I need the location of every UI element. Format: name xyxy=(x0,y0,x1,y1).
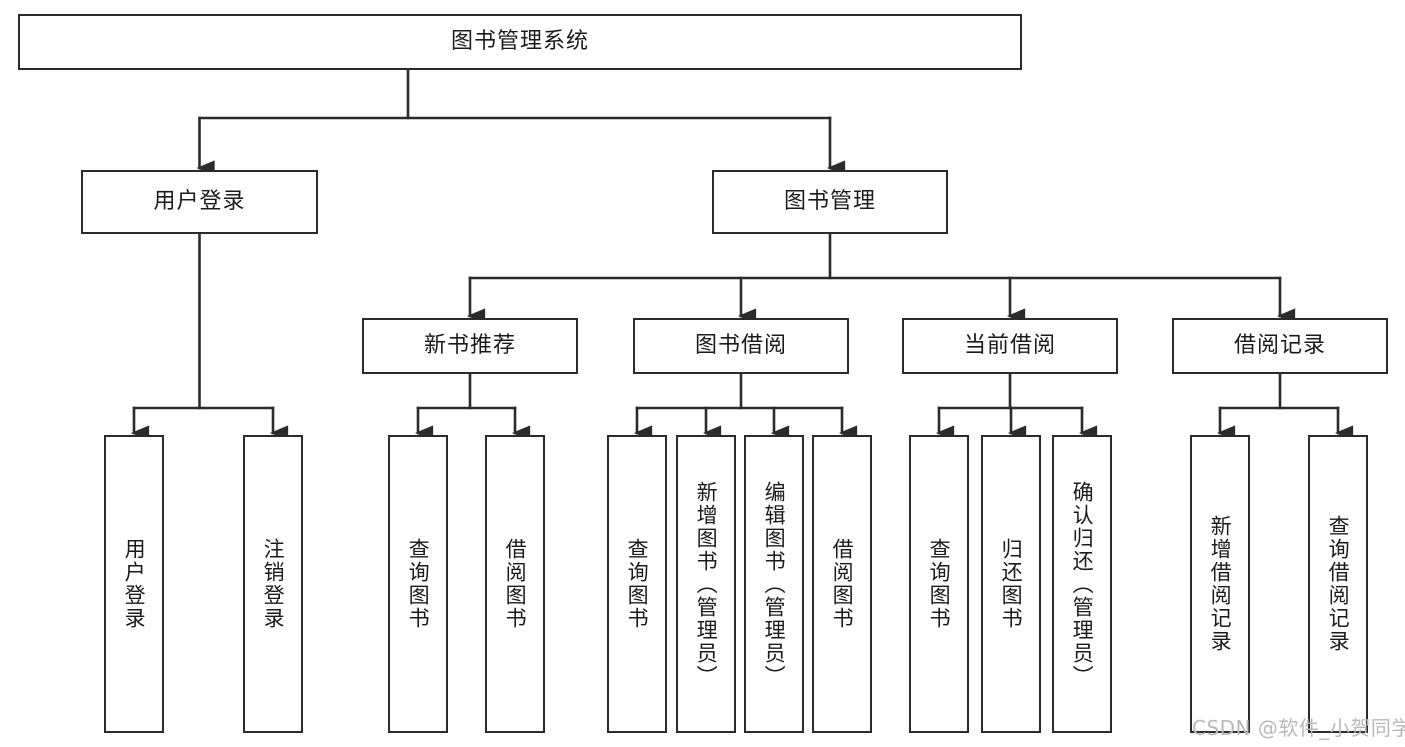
node-label: 当前借阅 xyxy=(963,332,1056,358)
node-l1-图书管理[interactable]: 图书管理 xyxy=(712,170,948,234)
node-label: 确认归还（管理员） xyxy=(1070,480,1095,688)
node-l2-图书借阅[interactable]: 图书借阅 xyxy=(633,318,849,374)
node-leaf-查询图书[interactable]: 查询图书 xyxy=(909,435,969,733)
node-leaf-归还图书[interactable]: 归还图书 xyxy=(981,435,1041,733)
node-l1-用户登录[interactable]: 用户登录 xyxy=(81,170,318,234)
node-label: 用户登录 xyxy=(153,188,246,214)
node-label: 查询借阅记录 xyxy=(1326,515,1351,653)
node-label: 借阅图书 xyxy=(503,538,528,630)
node-leaf-确认归还管理员[interactable]: 确认归还（管理员） xyxy=(1052,435,1112,733)
node-leaf-用户登录[interactable]: 用户登录 xyxy=(104,435,164,733)
node-leaf-借阅图书[interactable]: 借阅图书 xyxy=(812,435,872,733)
node-leaf-注销登录[interactable]: 注销登录 xyxy=(243,435,303,733)
node-l2-当前借阅[interactable]: 当前借阅 xyxy=(902,318,1118,374)
node-label: 归还图书 xyxy=(999,538,1024,630)
node-label: 新增借阅记录 xyxy=(1208,515,1233,653)
node-label: 借阅图书 xyxy=(830,538,855,630)
node-label: 编辑图书（管理员） xyxy=(762,480,787,688)
node-leaf-查询借阅记录[interactable]: 查询借阅记录 xyxy=(1308,435,1368,733)
node-label: 查询图书 xyxy=(406,538,431,630)
node-root-图书管理系统[interactable]: 图书管理系统 xyxy=(18,14,1022,70)
node-label: 图书借阅 xyxy=(694,332,787,358)
node-label: 借阅记录 xyxy=(1233,332,1326,358)
node-leaf-新增借阅记录[interactable]: 新增借阅记录 xyxy=(1190,435,1250,733)
node-label: 新增图书（管理员） xyxy=(694,480,719,688)
node-label: 用户登录 xyxy=(122,538,147,630)
node-label: 图书管理系统 xyxy=(450,28,589,54)
node-leaf-查询图书[interactable]: 查询图书 xyxy=(607,435,667,733)
node-leaf-编辑图书管理员[interactable]: 编辑图书（管理员） xyxy=(744,435,804,733)
node-l2-新书推荐[interactable]: 新书推荐 xyxy=(362,318,578,374)
node-leaf-查询图书[interactable]: 查询图书 xyxy=(388,435,448,733)
node-l2-借阅记录[interactable]: 借阅记录 xyxy=(1172,318,1388,374)
node-leaf-新增图书管理员[interactable]: 新增图书（管理员） xyxy=(676,435,736,733)
node-label: 注销登录 xyxy=(261,538,286,630)
node-label: 新书推荐 xyxy=(423,332,516,358)
node-label: 图书管理 xyxy=(783,188,876,214)
node-label: 查询图书 xyxy=(625,538,650,630)
node-leaf-借阅图书[interactable]: 借阅图书 xyxy=(485,435,545,733)
node-label: 查询图书 xyxy=(927,538,952,630)
